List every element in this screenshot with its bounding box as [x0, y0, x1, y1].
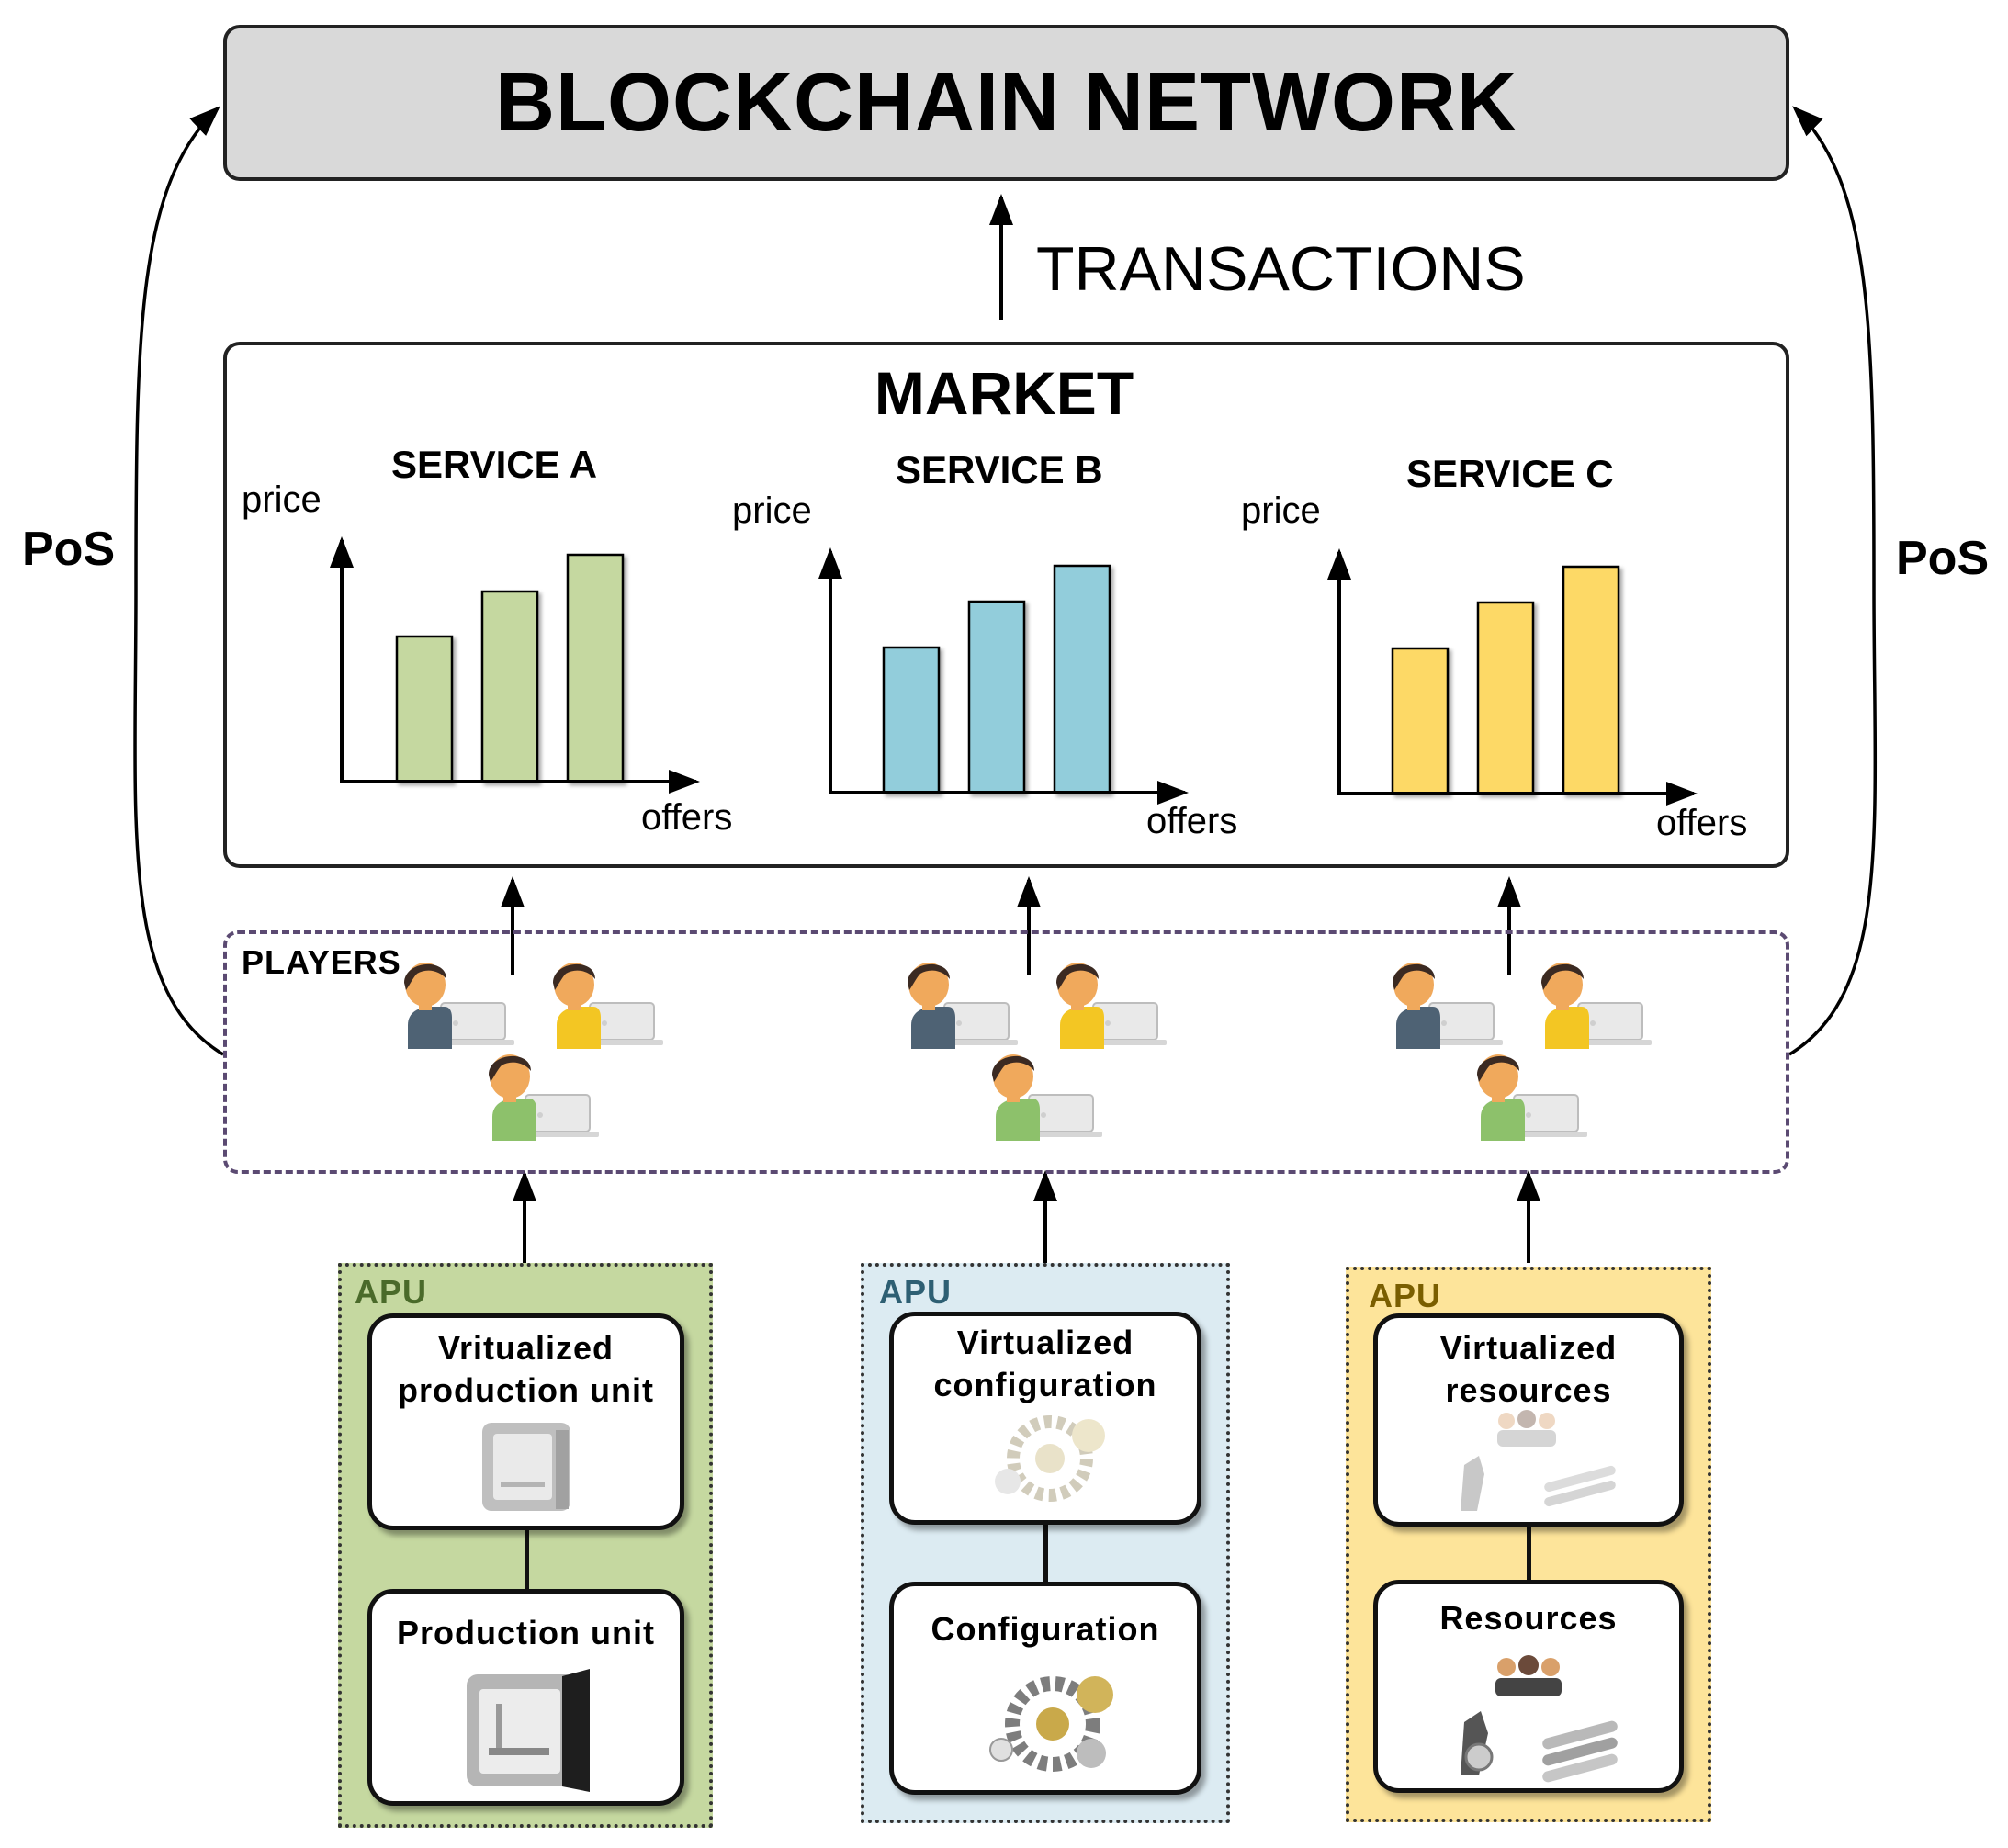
service-b-bar-1 [882, 646, 941, 794]
pos-label-right: PoS [1896, 532, 1990, 585]
apu-a-link [525, 1529, 529, 1592]
virtual-production-unit-card: Vritualized production unit [367, 1313, 684, 1530]
3d-printer-icon [482, 1423, 570, 1511]
virtual-configuration-card: Virtualized configuration [889, 1312, 1201, 1525]
card-title: Virtualized resources [1439, 1329, 1618, 1409]
pos-left-arrow [133, 106, 224, 1056]
service-c-xlabel: offers [1656, 803, 1748, 843]
service-c-title: SERVICE C [1406, 452, 1614, 495]
service-c-bar-1 [1391, 647, 1450, 795]
service-c-bar-2 [1476, 601, 1535, 795]
service-b-title: SERVICE B [896, 448, 1103, 491]
pos-right-arrow [1788, 106, 1878, 1056]
market-title: MARKET [874, 359, 1134, 427]
service-a-bar-3 [566, 553, 625, 783]
pos-label-left: PoS [22, 523, 116, 576]
service-b-bar-3 [1053, 564, 1111, 794]
gears-icon [995, 1415, 1105, 1502]
gears-icon [989, 1676, 1113, 1772]
service-c-bar-3 [1562, 565, 1620, 795]
configuration-card: Configuration [889, 1582, 1201, 1795]
service-a-bar-1 [395, 635, 454, 783]
service-c-ylabel: price [1241, 490, 1321, 531]
card-title: Production unit [397, 1614, 655, 1651]
service-a-bar-2 [480, 590, 539, 783]
apu-b-link [1043, 1523, 1048, 1585]
apu-label-c: APU [1369, 1277, 1442, 1314]
virtual-resources-card: Virtualized resources [1373, 1313, 1684, 1527]
service-c-chart [1327, 548, 1698, 806]
service-a-xlabel: offers [641, 797, 733, 838]
service-b-xlabel: offers [1146, 801, 1238, 841]
3d-printer-icon [467, 1669, 590, 1792]
production-unit-card: Production unit [367, 1589, 684, 1806]
resources-icon [1461, 1410, 1616, 1511]
service-b-ylabel: price [732, 490, 812, 531]
service-a-ylabel: price [242, 479, 322, 520]
service-b-bar-2 [967, 600, 1026, 794]
blockchain-network-box: BLOCKCHAIN NETWORK [223, 25, 1789, 181]
card-title: Configuration [931, 1610, 1160, 1648]
card-title: Virtualized configuration [933, 1324, 1157, 1403]
resources-card: Resources [1373, 1580, 1684, 1793]
market-box [223, 342, 1789, 868]
service-b-chart [818, 547, 1189, 805]
apu-label-a: APU [355, 1273, 428, 1311]
apu-label-b: APU [879, 1273, 953, 1311]
players-box [223, 930, 1789, 1174]
service-a-chart [330, 536, 700, 794]
card-title: Vritualized production unit [398, 1329, 654, 1409]
players-label: PLAYERS [242, 943, 401, 981]
card-title: Resources [1439, 1599, 1618, 1637]
apu-c-link [1527, 1525, 1531, 1582]
service-a-title: SERVICE A [391, 443, 598, 486]
transactions-label: TRANSACTIONS [1036, 234, 1526, 304]
blockchain-title: BLOCKCHAIN NETWORK [495, 56, 1517, 149]
resources-icon [1461, 1655, 1618, 1783]
